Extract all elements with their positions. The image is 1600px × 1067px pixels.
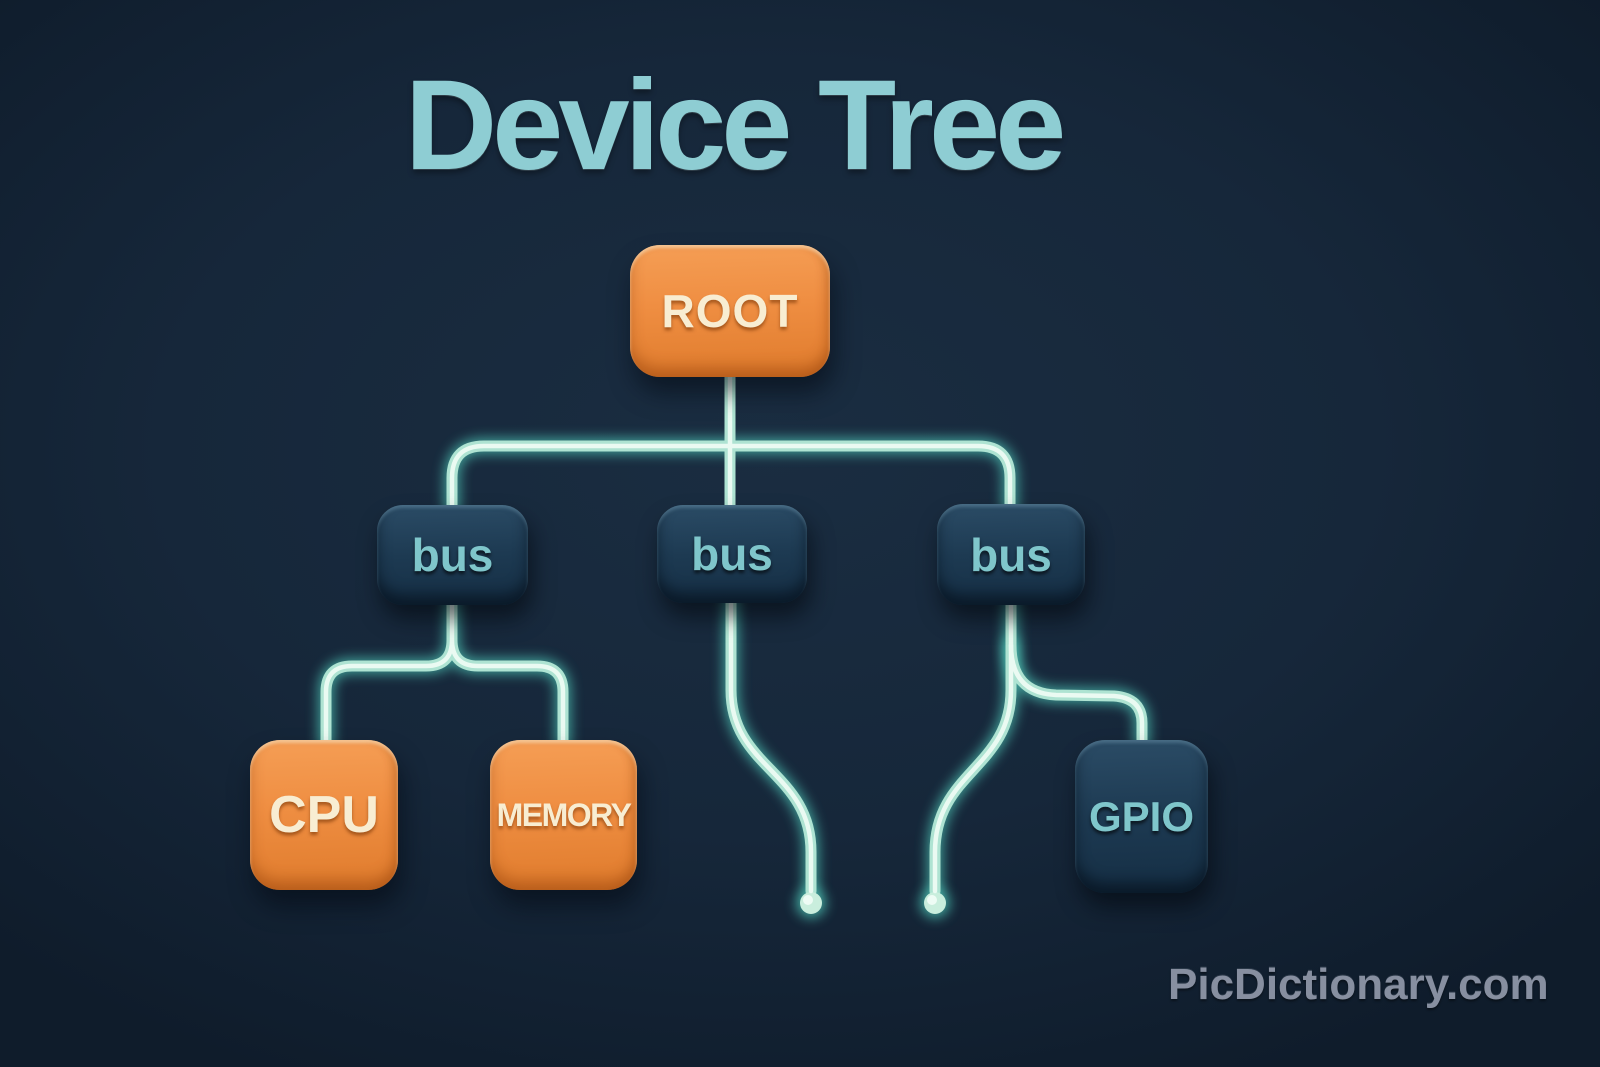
diagram-title: Device Tree xyxy=(404,54,1067,197)
node-memory: MEMORY xyxy=(490,740,637,890)
node-bus-center: bus xyxy=(657,505,807,603)
node-cpu: CPU xyxy=(250,740,398,890)
node-bus-right: bus xyxy=(937,504,1085,605)
node-cpu-label: CPU xyxy=(269,786,379,844)
edge-bus2-dangling xyxy=(731,601,811,891)
node-gpio-label: GPIO xyxy=(1088,792,1195,840)
node-bus-right-label: bus xyxy=(970,528,1052,581)
connector-base-layer xyxy=(326,372,1142,914)
node-root: ROOT xyxy=(630,245,830,377)
node-memory-label: MEMORY xyxy=(496,797,632,833)
connector-highlight-layer xyxy=(326,372,1142,905)
node-gpio: GPIO xyxy=(1075,740,1208,893)
node-bus-center-label: bus xyxy=(691,528,773,580)
node-bus-left: bus xyxy=(377,505,528,605)
watermark: PicDictionary.com xyxy=(1168,960,1549,1009)
node-root-label: ROOT xyxy=(661,285,799,337)
node-bus-left-label: bus xyxy=(411,529,494,581)
